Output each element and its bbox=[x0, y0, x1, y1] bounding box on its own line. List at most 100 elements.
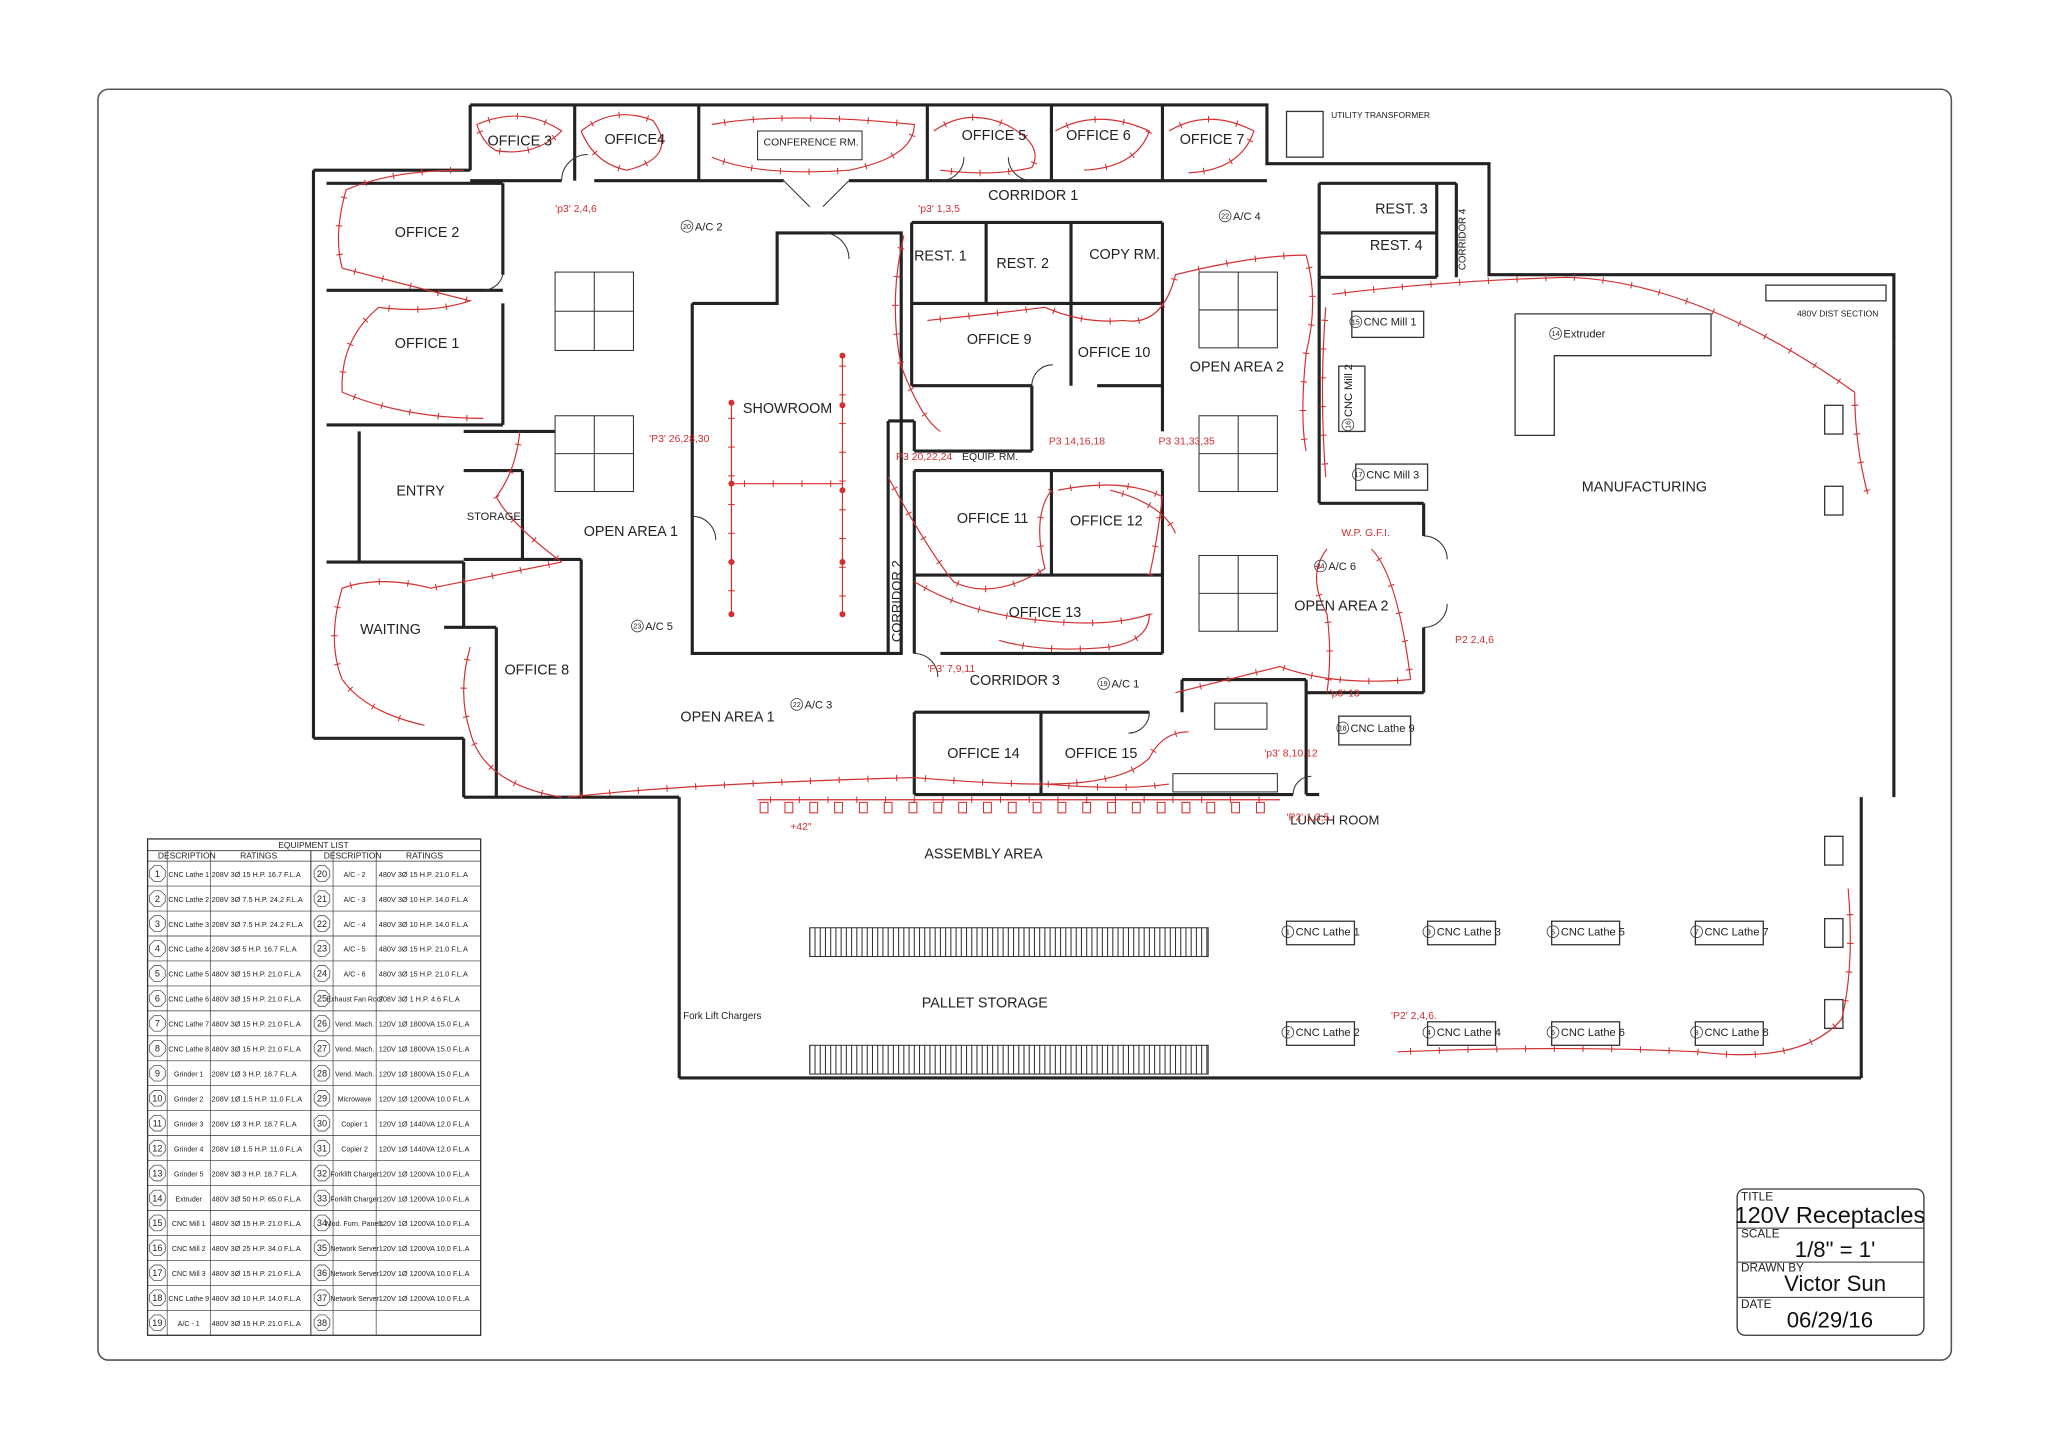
equipment-list-rating: 480V 3Ø 15 H.P. 21.0 F.L.A bbox=[379, 870, 468, 879]
equipment-list-number: 26 bbox=[317, 1019, 327, 1029]
room-label-storage: STORAGE bbox=[467, 511, 521, 523]
circuit-note: 'p3' 13 bbox=[1330, 689, 1360, 700]
equipment-number-bubble bbox=[1422, 925, 1436, 938]
equipment-list-rating: 120V 1Ø 1440VA 12.0 F.L.A bbox=[379, 1144, 470, 1153]
equipment-number-bubble bbox=[1349, 315, 1363, 328]
equipment-list-number-octagon bbox=[313, 1090, 331, 1107]
equipment-list-number-octagon bbox=[313, 1189, 331, 1207]
equipment-list-description: A/C - 1 bbox=[178, 1321, 200, 1328]
equipment-list-number-octagon bbox=[313, 1164, 331, 1182]
equipment-number-bubble bbox=[1690, 1025, 1703, 1039]
circuit-ticks bbox=[331, 111, 1871, 1058]
equipment-name: Extruder bbox=[1563, 328, 1605, 340]
equipment-list-description: Exhaust Fan Roof bbox=[326, 997, 382, 1004]
equipment-list-number-octagon bbox=[149, 1264, 166, 1281]
equipment-list-number-octagon bbox=[313, 1239, 331, 1257]
equipment-number-bubble bbox=[790, 698, 804, 711]
equipment-list-number: 4 bbox=[155, 944, 160, 954]
title-label: TITLE bbox=[1741, 1191, 1773, 1204]
equipment-list-number-octagon bbox=[313, 990, 331, 1007]
equipment-list-description: Forklift Charger bbox=[330, 1171, 379, 1178]
equipment-list-description: CNC Lathe 2 bbox=[168, 897, 209, 904]
equipment-list-number: 37 bbox=[317, 1293, 327, 1303]
equipment-list-number-octagon bbox=[313, 1264, 331, 1281]
room-label-entry: ENTRY bbox=[396, 483, 445, 499]
equipment-number: 5 bbox=[1551, 928, 1555, 936]
equipment-number: 15 bbox=[1352, 318, 1360, 326]
equipment-name: CNC Lathe 1 bbox=[1296, 927, 1360, 939]
equipment-list-number: 9 bbox=[155, 1069, 160, 1079]
equipment-list-number: 21 bbox=[317, 894, 327, 904]
equipment-list-description: CNC Lathe 3 bbox=[168, 922, 209, 929]
equipment-number: 1 bbox=[1286, 928, 1290, 936]
equipment-list-number-octagon bbox=[149, 990, 166, 1007]
equipment-list-number-octagon bbox=[313, 890, 331, 907]
room-label-office12: OFFICE 12 bbox=[1070, 513, 1143, 529]
equipment-tag-lathe1: 1 CNC Lathe 1 bbox=[1281, 925, 1360, 939]
room-label-corridor3: CORRIDOR 3 bbox=[970, 673, 1060, 689]
equipment-list-number: 15 bbox=[152, 1218, 162, 1228]
equipment-list-description: CNC Lathe 7 bbox=[168, 1022, 209, 1029]
circuit-note: P3 31,33,35 bbox=[1159, 436, 1215, 447]
scale-value: 1/8" = 1' bbox=[1795, 1237, 1876, 1262]
room-label-office14: OFFICE 14 bbox=[947, 746, 1020, 762]
equipment-list-header-desc-2: DESCRIPTION bbox=[324, 851, 382, 861]
lathe-row-top bbox=[1285, 920, 1764, 946]
equipment-list-rating: 120V 1Ø 1800VA 15.0 F.L.A bbox=[379, 1020, 470, 1029]
door-swings bbox=[483, 154, 1448, 795]
room-label-office9: OFFICE 9 bbox=[967, 332, 1032, 348]
room-label-assembly: ASSEMBLY AREA bbox=[924, 847, 1043, 863]
equipment-list-number-octagon bbox=[149, 1164, 166, 1182]
date-value: 06/29/16 bbox=[1787, 1307, 1873, 1332]
equipment-list-number-octagon bbox=[149, 890, 166, 907]
equipment-list-description: A/C - 2 bbox=[344, 872, 366, 879]
room-label-office1: OFFICE 1 bbox=[395, 336, 460, 352]
equipment-list-description: A/C - 6 bbox=[344, 972, 366, 979]
equipment-list-description: CNC Mill 3 bbox=[172, 1271, 206, 1278]
room-label-conference: CONFERENCE RM. bbox=[764, 137, 859, 148]
equipment-list-rating: 120V 1Ø 1200VA 10.0 F.L.A bbox=[379, 1094, 470, 1103]
equipment-name: CNC Lathe 3 bbox=[1437, 927, 1501, 939]
equipment-list-number-octagon bbox=[149, 1289, 166, 1306]
equipment-list-number-octagon bbox=[149, 965, 166, 982]
equipment-list-number: 10 bbox=[152, 1093, 162, 1103]
circuit-note: 'P2' 1,3,5 bbox=[1287, 813, 1330, 824]
receptacle-row bbox=[759, 801, 1265, 814]
equipment-list-rating: 208V 3Ø 15 H.P. 16.7 F.L.A bbox=[212, 870, 301, 879]
equipment-name: CNC Mill 3 bbox=[1366, 469, 1419, 481]
equipment-list-rating: 208V 1Ø 1.5 H.P. 11.0 F.L.A bbox=[212, 1144, 303, 1153]
equipment-list-number-octagon bbox=[313, 1114, 331, 1132]
circuit-note: 'p3' 8,10,12 bbox=[1264, 749, 1318, 760]
room-label-office10: OFFICE 10 bbox=[1078, 345, 1151, 361]
equipment-list-number-octagon bbox=[149, 1040, 166, 1057]
equipment-list-rating: 208V 1Ø 1.5 H.P. 11.0 F.L.A bbox=[212, 1094, 303, 1103]
equipment-number-bubble bbox=[1218, 209, 1232, 223]
room-label-office8: OFFICE 8 bbox=[505, 662, 570, 678]
equipment-list-rating: 120V 1Ø 1800VA 15.0 F.L.A bbox=[379, 1070, 470, 1079]
equipment-list-description: CNC Lathe 4 bbox=[168, 947, 209, 954]
equipment-list-number-octagon bbox=[313, 1065, 331, 1082]
equipment-number-bubble bbox=[1097, 677, 1110, 690]
equipment-number-bubble bbox=[1281, 1025, 1295, 1039]
title-value: 120V Receptacles bbox=[1735, 1202, 1926, 1228]
equipment-name: CNC Lathe 5 bbox=[1561, 927, 1625, 939]
equipment-list-number: 31 bbox=[317, 1143, 327, 1153]
room-label-rest2: REST. 2 bbox=[996, 256, 1049, 272]
equipment-list-number: 6 bbox=[155, 994, 160, 1004]
equipment-list-number: 29 bbox=[317, 1093, 327, 1103]
equipment-list-number-octagon bbox=[149, 1314, 166, 1332]
equipment-name: A/C 5 bbox=[645, 621, 673, 633]
equipment-list-number: 23 bbox=[317, 944, 327, 954]
machines bbox=[1285, 110, 1887, 1046]
equipment-list-description: Forklift Charger bbox=[330, 1196, 379, 1203]
equipment-name: A/C 6 bbox=[1328, 561, 1356, 573]
sheet-border bbox=[97, 88, 1953, 1361]
equipment-list-number-octagon bbox=[313, 915, 331, 932]
equipment-list-number: 12 bbox=[152, 1143, 162, 1153]
equipment-list-rating: 480V 3Ø 15 H.P. 21.0 F.L.A bbox=[212, 995, 301, 1004]
